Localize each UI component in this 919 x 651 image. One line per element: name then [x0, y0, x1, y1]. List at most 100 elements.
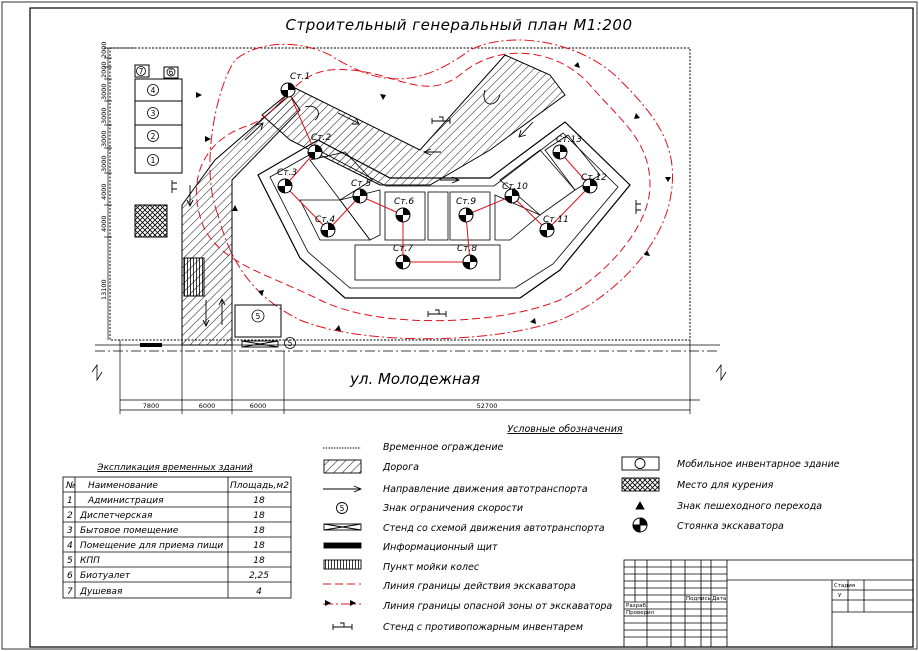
smoking-area: [134, 204, 168, 238]
station-label: Ст.7: [393, 244, 413, 254]
pit-inner: [269, 132, 619, 289]
building-number: 1: [151, 156, 156, 165]
legend-item: Линия границы действия экскаватора: [382, 581, 576, 592]
plan-title: Строительный генеральный план М1:200: [285, 16, 632, 34]
legend-item: Линия границы опасной зоны от экскаватор…: [382, 601, 612, 612]
table-cell: 18: [253, 526, 265, 536]
building-number: 7: [139, 67, 144, 76]
legend-item: Дорога: [382, 462, 419, 473]
building-number: 6: [169, 68, 174, 77]
legend-symbols-right: [621, 456, 660, 533]
legend-item: Стоянка экскаватора: [677, 521, 784, 532]
dimension-bottom: [119, 340, 691, 414]
danger-zone-ticks: [196, 62, 671, 331]
table-cell: Бытовое помещение: [80, 526, 179, 536]
table-cell: 1: [67, 496, 73, 506]
building-number-circles: [136, 66, 296, 349]
table-cell: 5: [67, 556, 73, 566]
stamp-stadiya-value: У: [838, 593, 842, 599]
street-name: ул. Молодежная: [349, 370, 480, 388]
dim-bottom: 7800: [143, 402, 160, 410]
table-header: Площадь,м2: [230, 481, 289, 491]
dim-left: 2000: [100, 41, 108, 58]
station-label: Ст.10: [502, 182, 528, 192]
legend-title: Условные обозначения: [507, 424, 622, 435]
traffic-scheme-stand: [241, 340, 279, 348]
dim-left: 3000: [100, 107, 108, 124]
dim-bottom: 6000: [199, 402, 216, 410]
legend-item: Мобильное инвентарное здание: [677, 459, 840, 470]
title-block: [623, 559, 914, 648]
table-header: №: [65, 481, 75, 491]
station-label: Ст.2: [311, 133, 331, 143]
table-cell: Биотуалет: [80, 571, 131, 581]
legend-item: Стенд с противопожарным инвентарем: [383, 622, 583, 633]
table-cell: 2,25: [249, 571, 269, 581]
dim-bottom: 6000: [250, 402, 267, 410]
table-cell: Диспетчерская: [79, 511, 153, 521]
station-label: Ст.13: [556, 135, 582, 145]
legend-item: Временное ограждение: [383, 442, 504, 453]
station-labels: Ст.1 Ст.2 Ст.3 Ст.4 Ст.5 Ст.6 Ст.7 Ст.8 …: [277, 72, 607, 254]
table-header: Наименование: [88, 481, 158, 491]
building-number: 3: [151, 109, 156, 118]
legend-item: Стенд со схемой движения автотранспорта: [383, 523, 605, 534]
stamp-data: Дата: [712, 596, 726, 602]
temp-buildings: [134, 64, 183, 174]
station-label: Ст.4: [315, 215, 335, 225]
table-cell: 2: [67, 511, 73, 521]
dim-left: 13100: [100, 279, 108, 300]
station-label: Ст.3: [277, 168, 297, 178]
station-label: Ст.9: [456, 197, 476, 207]
table-cell: 18: [253, 496, 265, 506]
table-cell: 18: [253, 511, 265, 521]
stamp-podpis: Подпись: [686, 596, 711, 602]
stamp-razrab: Разраб.: [626, 603, 648, 609]
stamp-prover: Проверил: [626, 610, 655, 616]
danger-zone-line: [209, 39, 674, 340]
table-cell: 4: [256, 587, 262, 597]
street: [91, 344, 727, 401]
stamp-stadiya: Стадия: [834, 583, 855, 589]
dim-left: 3000: [100, 83, 108, 100]
table-cell: 18: [253, 556, 265, 566]
table-cell: Помещение для приема пищи: [80, 541, 223, 551]
station-label: Ст.8: [457, 244, 477, 254]
explication-title: Экспликация временных зданий: [96, 463, 253, 473]
table-cell: Душевая: [79, 587, 123, 597]
site-fence: [109, 47, 691, 341]
table-cell: 4: [67, 541, 73, 551]
dim-bottom: 52700: [477, 402, 498, 410]
station-label: Ст.6: [394, 197, 414, 207]
station-label: Ст.5: [351, 179, 371, 189]
wheel-wash: [183, 257, 205, 297]
station-label: Ст.11: [543, 215, 569, 225]
dim-left: 3000: [100, 155, 108, 172]
dim-left: 2000: [100, 61, 108, 78]
table-cell: 18: [253, 541, 265, 551]
legend-item: Знак пешеходного перехода: [677, 501, 822, 512]
legend-item: Направление движения автотранспорта: [383, 484, 588, 495]
pit-outer: [257, 121, 631, 299]
fire-stand-icon: [427, 116, 451, 317]
dim-left: 4000: [100, 215, 108, 232]
table-cell: КПП: [80, 556, 100, 566]
traffic-arrows: [186, 89, 534, 328]
dim-left: 4000: [100, 183, 108, 200]
speed-sign-number: 5: [340, 504, 345, 513]
legend-item: Пункт мойки колес: [383, 562, 480, 573]
table-cell: 3: [67, 526, 73, 536]
road-main: [261, 54, 566, 186]
building-number: 5: [288, 339, 293, 348]
legend-item: Знак ограничения скорости: [383, 503, 523, 514]
toilet-icon: [171, 180, 641, 214]
table-cell: 7: [67, 587, 73, 597]
legend-symbols-left: [323, 447, 363, 630]
inner-frame: [29, 7, 914, 648]
table-cell: 6: [67, 571, 73, 581]
legend-item: Информационный щит: [383, 542, 498, 553]
dimension-left: [104, 47, 135, 340]
explication-table: [62, 476, 292, 599]
